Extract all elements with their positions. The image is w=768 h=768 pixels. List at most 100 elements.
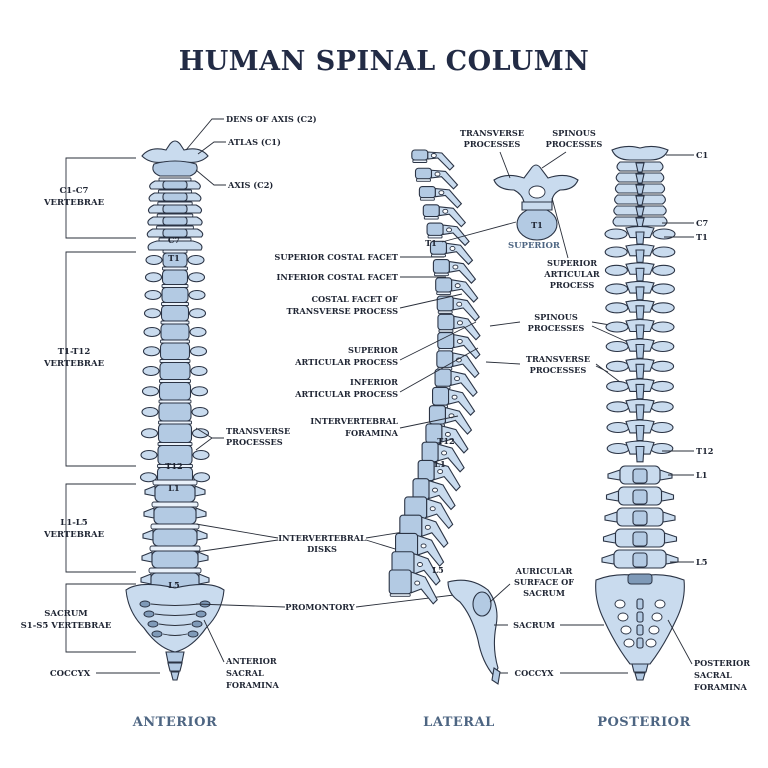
thoracic-transverse-right <box>192 449 210 461</box>
lateral-foramen <box>452 264 459 270</box>
lateral-vertebral-body <box>434 368 452 387</box>
view-label-anterior: ANTERIOR <box>132 715 218 730</box>
group-label-cervical-2: VERTEBRAE <box>43 198 105 208</box>
spinous-processes-top-1: SPINOUS <box>552 128 596 138</box>
anterior-sacral-foramen <box>139 600 151 608</box>
thoracic-transverse-right <box>191 428 210 439</box>
thoracic-transverse-posterior <box>605 321 629 333</box>
cervical-body <box>162 192 188 202</box>
median-sacral-crest <box>636 637 644 649</box>
vert-c7-anterior: C7 <box>168 235 181 245</box>
transverse-processes-label-2: PROCESSES <box>226 437 283 447</box>
spinous-processes-mid-1: SPINOUS <box>534 312 578 322</box>
lateral-foramen <box>437 469 444 474</box>
lateral-vertebral-body <box>436 350 454 369</box>
posterior-sacral-foramina-1: POSTERIOR <box>694 658 750 668</box>
lateral-foramen <box>444 431 451 437</box>
auricular-surface <box>472 591 492 617</box>
thoracic-spinous-posterior <box>635 231 645 245</box>
anterior-sacral-foramen <box>191 620 203 628</box>
lateral-disk <box>437 310 453 314</box>
lateral-foramen <box>414 580 421 586</box>
thoracic-body <box>160 304 190 322</box>
lumbar-spinous-posterior <box>632 552 648 568</box>
lateral-vertebral-body <box>422 204 440 218</box>
superior-view-vertebra <box>493 164 579 241</box>
sacral-canal <box>627 573 653 585</box>
anterior-brackets <box>65 157 136 653</box>
posterior-c7-label: C7 <box>696 218 709 228</box>
lumbar-body <box>151 550 199 569</box>
thoracic-transverse-posterior <box>650 442 674 455</box>
lumbar-disk <box>148 567 202 574</box>
thoracic-transverse-posterior <box>651 283 675 295</box>
atlas-label: ATLAS (C1) <box>227 137 281 147</box>
posterior-l5-label: L5 <box>696 557 708 567</box>
anterior-sacral-foramina-2: SACRAL <box>226 668 264 678</box>
thoracic-spinous-posterior <box>635 445 645 463</box>
axis-vertebra <box>152 160 198 177</box>
lumbar-spinous-posterior <box>632 531 648 547</box>
vert-t1-anterior: T1 <box>168 253 180 263</box>
anterior-sacral-foramen <box>151 630 163 638</box>
lateral-disk <box>412 159 428 163</box>
thoracic-transverse-left <box>142 365 160 377</box>
posterior-sacral-foramina-3: FORAMINA <box>694 682 747 692</box>
axis-label: AXIS (C2) <box>227 180 273 190</box>
lateral-vertebral-body <box>436 295 454 312</box>
atlas-posterior <box>611 145 669 161</box>
lateral-foramen <box>454 376 461 382</box>
thoracic-transverse-posterior <box>605 360 629 372</box>
lateral-vertebral-body <box>437 332 455 350</box>
posterior-sacral-foramen <box>620 625 632 635</box>
lateral-spinous-process <box>421 516 449 549</box>
posterior-sacral-foramen <box>623 638 635 648</box>
lateral-foramen <box>417 562 423 567</box>
lateral-disk <box>423 216 439 220</box>
anterior-spine-illustration <box>125 140 225 681</box>
thoracic-transverse-right <box>190 386 209 397</box>
intervertebral-foramina-1: INTERVERTEBRAL <box>310 416 398 426</box>
posterior-sacral-foramen <box>614 599 626 609</box>
thoracic-transverse-posterior <box>604 264 628 276</box>
lumbar-disk <box>150 523 200 530</box>
superior-costal-facet-label: SUPERIOR COSTAL FACET <box>274 252 398 262</box>
auricular-surface-2: SURFACE OF <box>514 577 574 587</box>
transverse-processes-top-1: TRANSVERSE <box>460 128 524 138</box>
lateral-vertebral-body <box>435 277 453 293</box>
sacrum-label-lateral: SACRUM <box>513 620 555 630</box>
thoracic-spinous-posterior <box>635 324 645 340</box>
lateral-vertebral-body <box>412 478 430 501</box>
lumbar-body <box>153 506 197 525</box>
thoracic-transverse-posterior <box>605 340 629 353</box>
posterior-sacral-foramen <box>617 612 629 622</box>
thoracic-transverse-left <box>143 326 161 338</box>
thoracic-body <box>161 286 189 304</box>
cervical-body <box>162 204 188 214</box>
thoracic-transverse-posterior <box>652 228 676 240</box>
vert-l1-lateral: L1 <box>434 459 445 469</box>
posterior-c1-label: C1 <box>696 150 708 160</box>
lateral-vertebral-body <box>411 149 429 161</box>
thoracic-spinous-posterior <box>635 343 645 359</box>
lumbar-spinous-posterior <box>632 468 648 484</box>
thoracic-body <box>158 402 192 422</box>
sacrum-anterior <box>125 583 225 653</box>
transverse-processes-label-1: TRANSVERSE <box>226 426 290 436</box>
cervical-spinous-posterior <box>635 173 645 184</box>
cervical-body <box>162 216 188 226</box>
lateral-vertebral-body <box>414 167 433 180</box>
lateral-foramen <box>456 320 463 326</box>
intervertebral-foramina-2: FORAMINA <box>345 428 398 438</box>
lateral-vertebral-body <box>432 386 450 406</box>
thoracic-transverse-posterior <box>606 401 630 413</box>
anterior-sacral-foramen <box>195 610 207 618</box>
median-sacral-crest <box>636 598 644 610</box>
cervical-body <box>162 228 188 238</box>
lateral-disk <box>389 593 411 597</box>
thoracic-transverse-posterior <box>652 246 676 258</box>
lateral-disk <box>431 253 446 258</box>
thoracic-spinous-posterior <box>635 305 645 320</box>
coccyx-label-anterior: COCCYX <box>50 669 91 679</box>
